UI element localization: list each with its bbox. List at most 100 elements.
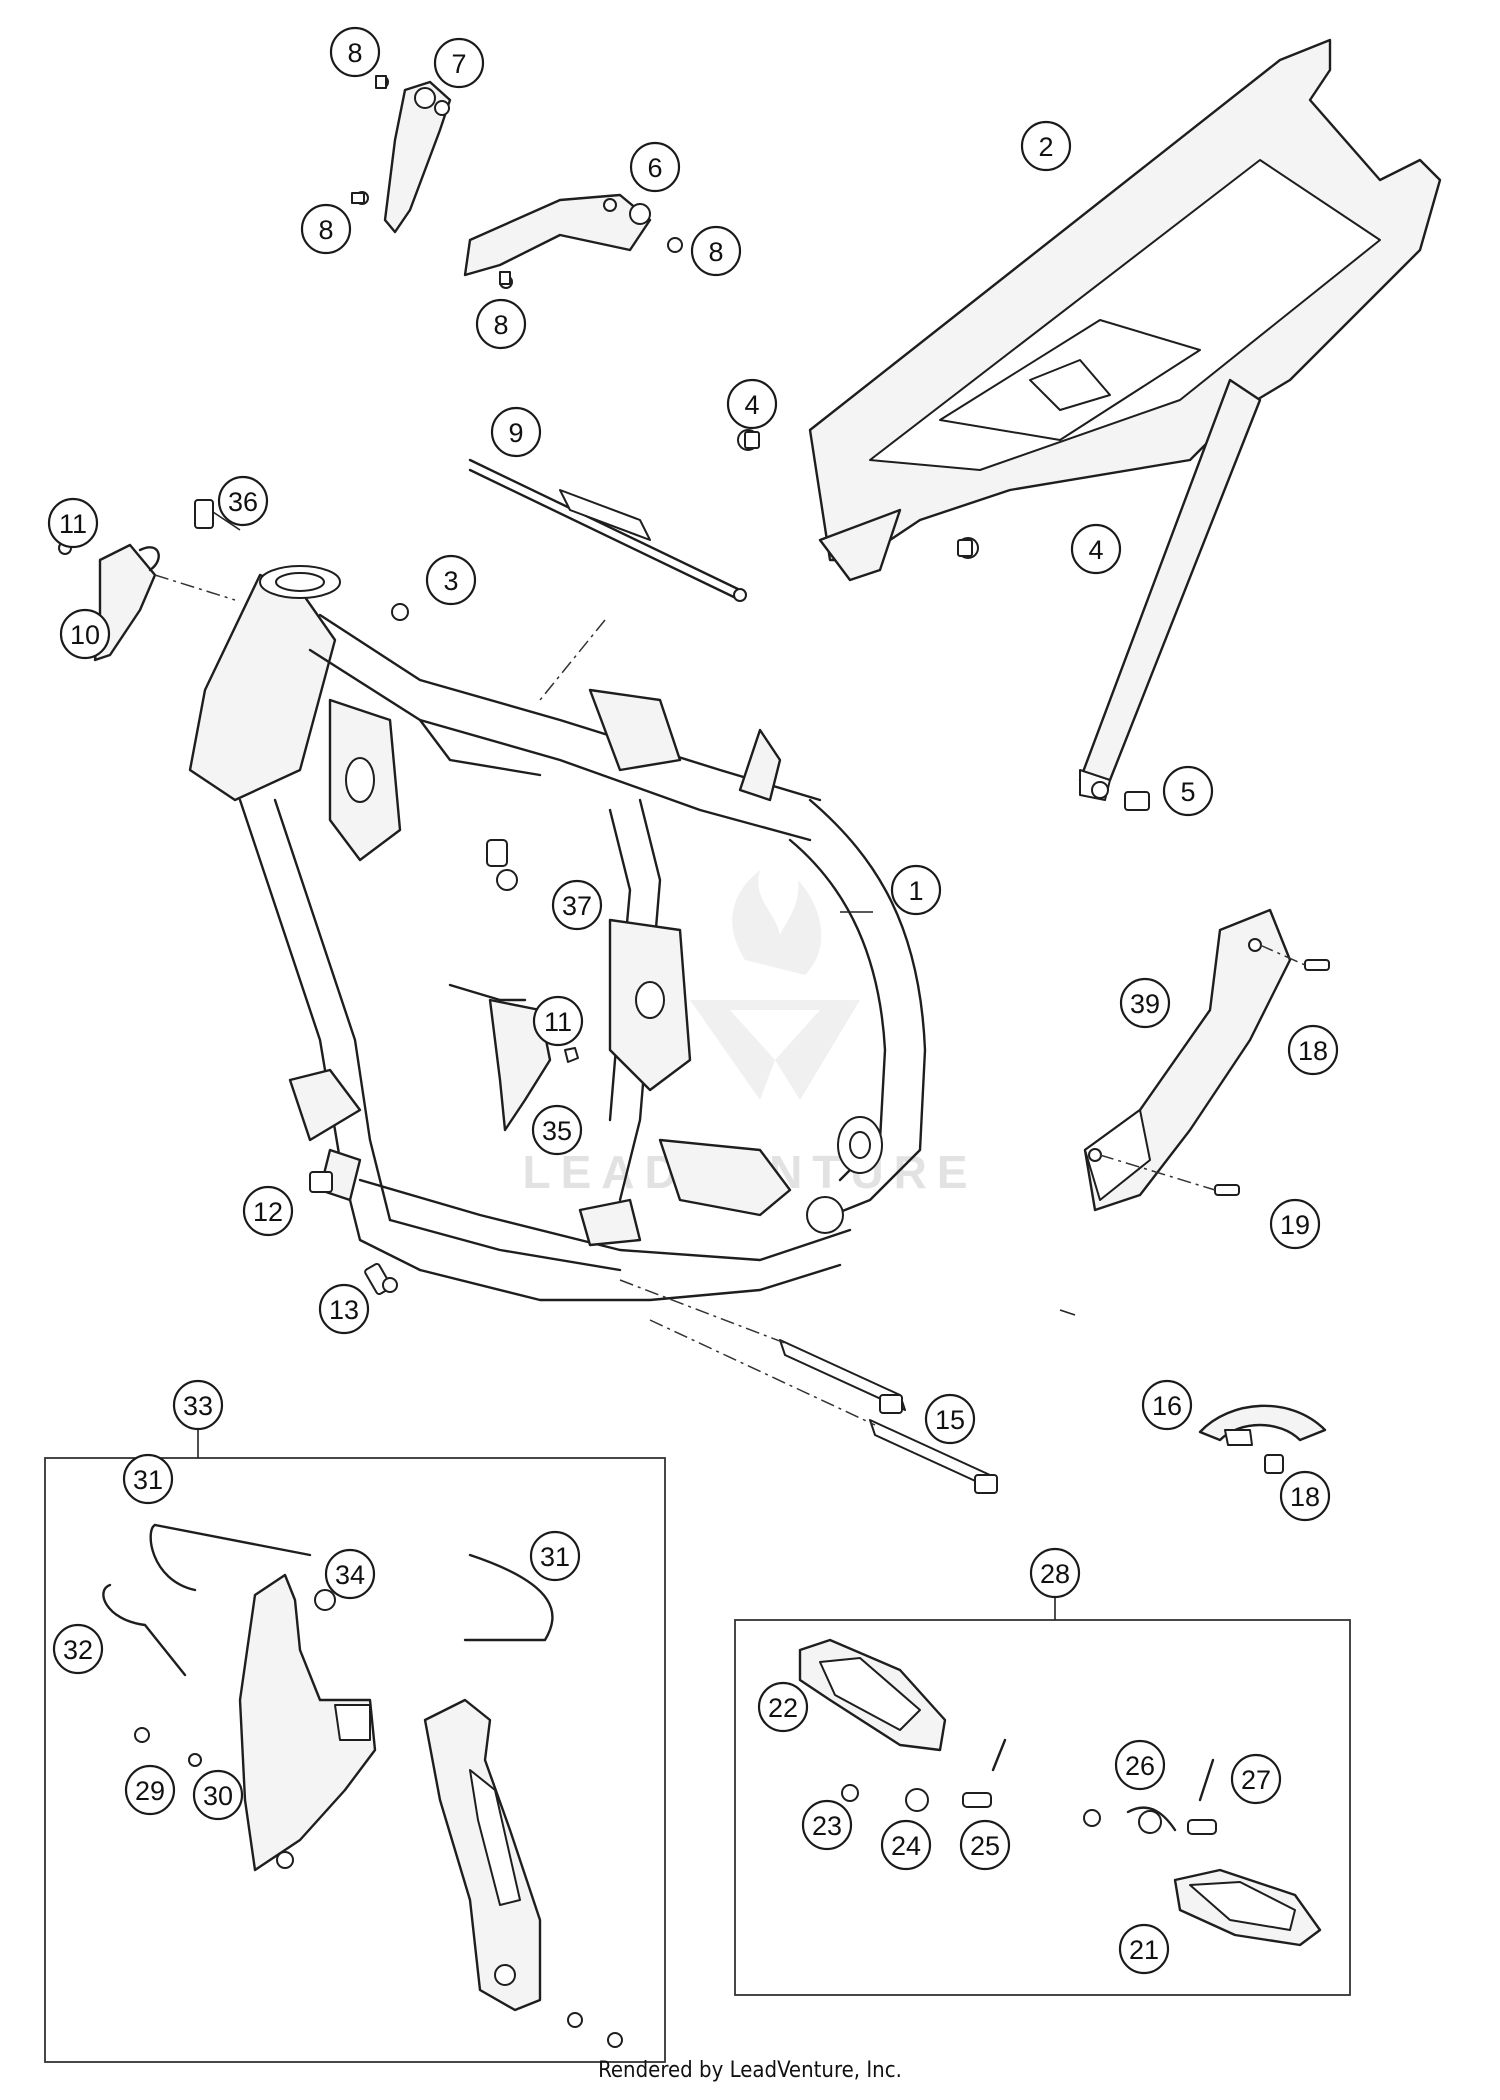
callout-label: 8 — [493, 310, 508, 340]
callout-18: 18 — [1279, 1470, 1331, 1522]
callout-label: 11 — [544, 1007, 572, 1037]
callout-label: 21 — [1129, 1935, 1159, 1965]
callout-circle — [1114, 1739, 1166, 1791]
callout-13: 13 — [318, 1283, 370, 1335]
callout-circle — [1119, 977, 1171, 1029]
callout-31: 31 — [122, 1453, 174, 1505]
callout-7: 7 — [433, 37, 485, 89]
leader-lines — [840, 911, 1076, 1316]
callout-22: 22 — [757, 1681, 809, 1733]
callout-label: 27 — [1241, 1765, 1271, 1795]
callout-12: 12 — [242, 1185, 294, 1237]
callout-circle — [1162, 765, 1214, 817]
callout-label: 8 — [347, 38, 362, 68]
callout-37: 37 — [551, 879, 603, 931]
footer-credit: Rendered by LeadVenture, Inc. — [598, 2058, 902, 2083]
callout-circle — [529, 1530, 581, 1582]
callout-circle — [475, 298, 527, 350]
callout-label: 3 — [443, 566, 458, 596]
callout-label: 28 — [1040, 1559, 1070, 1589]
callout-circle — [690, 225, 742, 277]
callout-circle — [1287, 1024, 1339, 1076]
callout-label: 15 — [935, 1405, 965, 1435]
callout-circle — [47, 497, 99, 549]
callout-label: 37 — [562, 891, 592, 921]
callout-circle — [1279, 1470, 1331, 1522]
callout-label: 4 — [1088, 535, 1103, 565]
callout-10: 10 — [59, 608, 111, 660]
callout-circle — [801, 1799, 853, 1851]
callout-label: 33 — [183, 1391, 213, 1421]
guide-slider — [1198, 1404, 1327, 1474]
callout-label: 16 — [1152, 1391, 1182, 1421]
callout-label: 22 — [768, 1693, 798, 1723]
callout-circle — [52, 1623, 104, 1675]
callout-36: 36 — [217, 475, 269, 527]
subframe — [737, 38, 1442, 811]
callout-25: 25 — [959, 1819, 1011, 1871]
callout-circle — [1269, 1198, 1321, 1250]
callout-24: 24 — [880, 1819, 932, 1871]
footrest-set — [798, 1638, 1322, 1947]
callout-circle — [880, 1819, 932, 1871]
callout-27: 27 — [1230, 1753, 1282, 1805]
callout-28: 28 — [1029, 1547, 1081, 1599]
watermark-logo — [690, 870, 860, 1100]
callout-label: 13 — [329, 1295, 359, 1325]
callout-circle — [629, 141, 681, 193]
callout-circle — [1118, 1923, 1170, 1975]
callout-label: 35 — [542, 1116, 572, 1146]
callout-label: 4 — [744, 390, 759, 420]
main-frame — [188, 499, 998, 1494]
callout-21: 21 — [1118, 1923, 1170, 1975]
callout-circle — [551, 879, 603, 931]
callout-4: 4 — [1070, 523, 1122, 575]
callout-circle — [890, 864, 942, 916]
callout-label: 1 — [908, 876, 923, 906]
callout-11: 11 — [47, 497, 99, 549]
callout-label: 18 — [1298, 1036, 1328, 1066]
callout-label: 25 — [970, 1831, 1000, 1861]
callout-circle — [924, 1393, 976, 1445]
callout-circle — [959, 1819, 1011, 1871]
callout-circle — [1029, 1547, 1081, 1599]
group-33-box — [44, 1457, 666, 2063]
callout-8: 8 — [300, 203, 352, 255]
callout-8: 8 — [329, 26, 381, 78]
cable-guide — [468, 458, 747, 602]
callout-31: 31 — [529, 1530, 581, 1582]
callout-circle — [324, 1548, 376, 1600]
callout-8: 8 — [690, 225, 742, 277]
callout-label: 30 — [203, 1781, 233, 1811]
callout-label: 9 — [508, 418, 523, 448]
callout-label: 34 — [335, 1560, 365, 1590]
callout-19: 19 — [1269, 1198, 1321, 1250]
callout-circle — [318, 1283, 370, 1335]
callout-circle — [329, 26, 381, 78]
callout-11: 11 — [532, 995, 584, 1047]
callout-16: 16 — [1141, 1379, 1193, 1431]
callout-23: 23 — [801, 1799, 853, 1851]
callout-3: 3 — [425, 554, 477, 606]
callout-circle — [1141, 1379, 1193, 1431]
callout-label: 24 — [891, 1831, 921, 1861]
callout-label: 19 — [1280, 1210, 1310, 1240]
callout-8: 8 — [475, 298, 527, 350]
callout-circle — [1020, 120, 1072, 172]
callout-label: 8 — [318, 215, 333, 245]
callout-label: 10 — [70, 620, 100, 650]
callout-circle — [757, 1681, 809, 1733]
callout-label: 11 — [59, 509, 87, 539]
callout-2: 2 — [1020, 120, 1072, 172]
callout-label: 36 — [228, 487, 258, 517]
callout-1: 1 — [890, 864, 942, 916]
callout-label: 8 — [708, 237, 723, 267]
callout-circle — [1230, 1753, 1282, 1805]
callout-33: 33 — [172, 1379, 224, 1431]
callout-label: 6 — [647, 153, 662, 183]
callout-label: 31 — [133, 1465, 163, 1495]
callout-39: 39 — [1119, 977, 1171, 1029]
callout-30: 30 — [192, 1769, 244, 1821]
callout-circle — [425, 554, 477, 606]
